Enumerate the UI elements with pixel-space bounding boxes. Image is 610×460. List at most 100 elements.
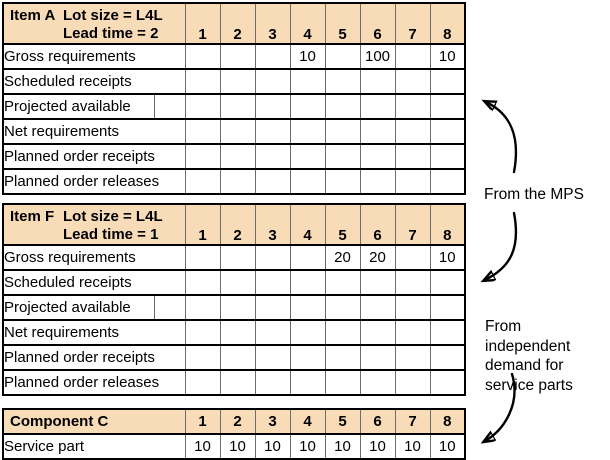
- value-cell-p2: [219, 269, 256, 296]
- value-cell-p2: [219, 344, 256, 371]
- value-cell-p2: [219, 294, 256, 321]
- row-label: Planned order releases: [2, 369, 186, 396]
- value-cell-p4: [289, 168, 326, 195]
- value-cell-p1: 10: [184, 433, 221, 460]
- value-cell-p3: [254, 369, 291, 396]
- value-cell-p1: [184, 294, 221, 321]
- row-label: Service part: [2, 433, 186, 460]
- row-label: Projected available: [2, 93, 155, 120]
- value-cell-p5: [324, 43, 361, 70]
- period-header-7: 7: [394, 203, 431, 246]
- value-cell-p6: [359, 369, 396, 396]
- item-f-row: Scheduled receipts: [2, 269, 466, 296]
- value-cell-p2: [219, 244, 256, 271]
- value-cell-p1: [184, 93, 221, 120]
- row-label: Scheduled receipts: [2, 68, 186, 95]
- value-cell-p2: [219, 93, 256, 120]
- value-cell-p3: [254, 93, 291, 120]
- value-cell-p2: [219, 369, 256, 396]
- value-cell-p3: [254, 269, 291, 296]
- value-cell-p1: [184, 43, 221, 70]
- value-cell-p8: 10: [429, 244, 466, 271]
- value-cell-p2: [219, 168, 256, 195]
- period-header-1: 1: [184, 2, 221, 45]
- value-cell-p3: [254, 43, 291, 70]
- value-cell-p8: [429, 369, 466, 396]
- row-label: Gross requirements: [2, 244, 186, 271]
- value-cell-p7: [394, 294, 431, 321]
- value-cell-p5: [324, 369, 361, 396]
- onhand-cell: [153, 93, 186, 120]
- value-cell-p1: [184, 118, 221, 145]
- component-c-title-cell: Component C: [2, 408, 186, 435]
- value-cell-p3: [254, 68, 291, 95]
- row-label: Planned order releases: [2, 168, 186, 195]
- row-label: Net requirements: [2, 319, 186, 346]
- value-cell-p7: [394, 369, 431, 396]
- period-header-8: 8: [429, 203, 466, 246]
- period-header-6: 6: [359, 408, 396, 435]
- value-cell-p5: [324, 68, 361, 95]
- row-label: Gross requirements: [2, 43, 186, 70]
- period-header-6: 6: [359, 203, 396, 246]
- value-cell-p6: [359, 93, 396, 120]
- value-cell-p5: [324, 344, 361, 371]
- value-cell-p2: [219, 319, 256, 346]
- value-cell-p8: 10: [429, 43, 466, 70]
- value-cell-p3: [254, 118, 291, 145]
- value-cell-p5: [324, 118, 361, 145]
- period-header-4: 4: [289, 2, 326, 45]
- value-cell-p3: [254, 294, 291, 321]
- value-cell-p8: [429, 143, 466, 170]
- period-header-8: 8: [429, 2, 466, 45]
- value-cell-p3: [254, 319, 291, 346]
- value-cell-p5: [324, 168, 361, 195]
- period-header-4: 4: [289, 408, 326, 435]
- value-cell-p5: [324, 294, 361, 321]
- value-cell-p4: [289, 118, 326, 145]
- value-cell-p7: [394, 319, 431, 346]
- value-cell-p3: [254, 344, 291, 371]
- value-cell-p6: [359, 143, 396, 170]
- value-cell-p7: [394, 68, 431, 95]
- period-header-2: 2: [219, 2, 256, 45]
- value-cell-p6: 20: [359, 244, 396, 271]
- value-cell-p3: [254, 244, 291, 271]
- period-header-3: 3: [254, 203, 291, 246]
- item-f-row: Projected available: [2, 294, 466, 321]
- value-cell-p1: [184, 68, 221, 95]
- value-cell-p7: [394, 269, 431, 296]
- row-label: Scheduled receipts: [2, 269, 186, 296]
- annotation-from-mps: From the MPS: [484, 186, 584, 203]
- value-cell-p6: 100: [359, 43, 396, 70]
- item-f-row: Planned order receipts: [2, 344, 466, 371]
- value-cell-p1: [184, 244, 221, 271]
- value-cell-p7: [394, 143, 431, 170]
- period-header-5: 5: [324, 2, 361, 45]
- row-label: Planned order receipts: [2, 344, 186, 371]
- value-cell-p1: [184, 143, 221, 170]
- value-cell-p4: [289, 319, 326, 346]
- value-cell-p1: [184, 269, 221, 296]
- row-label: Projected available: [2, 294, 155, 321]
- value-cell-p8: [429, 319, 466, 346]
- value-cell-p5: [324, 269, 361, 296]
- value-cell-p3: 10: [254, 433, 291, 460]
- item-a-row: Net requirements: [2, 118, 466, 145]
- value-cell-p8: [429, 93, 466, 120]
- value-cell-p1: [184, 369, 221, 396]
- period-header-7: 7: [394, 2, 431, 45]
- value-cell-p4: [289, 244, 326, 271]
- table-title: Item F: [10, 208, 55, 225]
- value-cell-p6: [359, 168, 396, 195]
